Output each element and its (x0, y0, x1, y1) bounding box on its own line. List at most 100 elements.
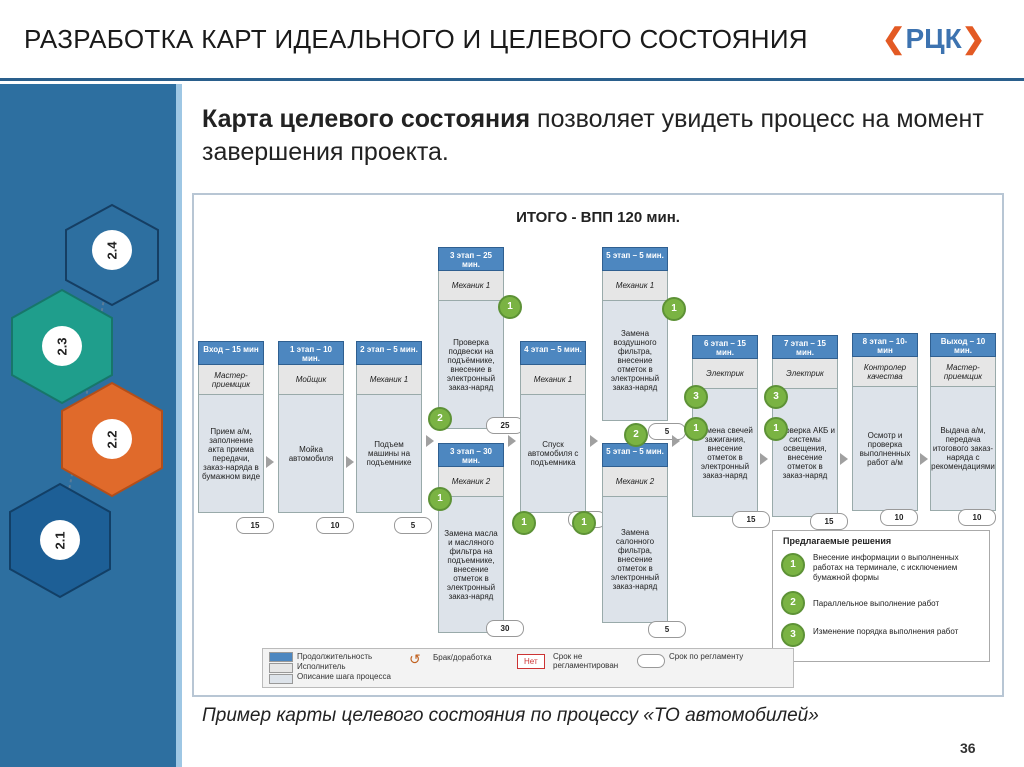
step-8: 8 этап – 10- мин Контролер качества Осмо… (852, 333, 918, 511)
company-logo: ❮РЦК❯ (882, 23, 986, 54)
duration-badge: 5 (648, 621, 686, 638)
step-head: Выход – 10 мин. (930, 333, 996, 357)
flow-arrow (920, 453, 928, 465)
step-role: Контролер качества (852, 357, 918, 387)
solution-marker-1: 1 (781, 553, 805, 577)
step-role: Механик 1 (602, 271, 668, 301)
step-desc: Прием а/м, заполнение акта приема переда… (198, 395, 264, 513)
legend-swatch-description (269, 674, 293, 684)
step-head: 3 этап – 30 мин. (438, 443, 504, 467)
intro-rest: позволяет увидеть процесс на момент заве… (202, 105, 984, 166)
marker-1: 1 (662, 297, 686, 321)
step-role: Механик 2 (602, 467, 668, 497)
duration-badge: 15 (236, 517, 274, 534)
step-role: Механик 1 (520, 365, 586, 395)
marker-1: 1 (684, 417, 708, 441)
marker-3: 3 (684, 385, 708, 409)
step-head: 6 этап – 15 мин. (692, 335, 758, 359)
flow-arrow (508, 435, 516, 447)
duration-badge: 5 (648, 423, 686, 440)
solution-marker-2: 2 (781, 591, 805, 615)
marker-2: 2 (624, 423, 648, 447)
legend-no-deadline: Срок не регламентирован (553, 652, 619, 670)
flow-arrow (672, 435, 680, 447)
legend-duration: Продолжительность (297, 652, 373, 661)
legend-no: Нет (517, 654, 545, 669)
marker-1: 1 (764, 417, 788, 441)
step-2: 2 этап – 5 мин. Механик 1 Подъем машины … (356, 341, 422, 513)
duration-badge: 30 (486, 620, 524, 637)
step-role: Электрик (692, 359, 758, 389)
step-head: Вход – 15 мин (198, 341, 264, 365)
step-role: Механик 1 (438, 271, 504, 301)
step-head: 7 этап – 15 мин. (772, 335, 838, 359)
step-desc: Замена масла и масляного фильтра на подъ… (438, 497, 504, 633)
flow-arrow (426, 435, 434, 447)
solutions-title: Предлагаемые решения (783, 536, 892, 546)
step-4: 4 этап – 5 мин. Механик 1 Спуск автомоби… (520, 341, 586, 513)
legend-swatch-performer (269, 663, 293, 673)
caption: Пример карты целевого состояния по проце… (202, 705, 819, 726)
page-number: 36 (960, 740, 976, 756)
step-role: Мойщик (278, 365, 344, 395)
duration-badge: 10 (880, 509, 918, 526)
step-head: 5 этап – 5 мин. (602, 247, 668, 271)
step-desc: Замена воздушного фильтра, внесение отме… (602, 301, 668, 421)
step-6: 6 этап – 15 мин. Электрик Замена свечей … (692, 335, 758, 517)
page-title: РАЗРАБОТКА КАРТ ИДЕАЛЬНОГО И ЦЕЛЕВОГО СО… (24, 24, 808, 54)
step-head: 8 этап – 10- мин (852, 333, 918, 357)
step-desc: Спуск автомобиля с подъемника (520, 395, 586, 513)
duration-badge: 15 (810, 513, 848, 530)
step-1: 1 этап – 10 мин. Мойщик Мойка автомобиля (278, 341, 344, 513)
step-7: 7 этап – 15 мин. Электрик Проверка АКБ и… (772, 335, 838, 517)
legend-swatch-duration (269, 652, 293, 662)
legend-swatch-deadline (637, 654, 665, 668)
step-desc: Проверка АКБ и системы освещения, внесен… (772, 389, 838, 517)
flow-arrow (346, 456, 354, 468)
marker-1: 1 (512, 511, 536, 535)
step-desc: Проверка подвески на подъёмнике, внесени… (438, 301, 504, 429)
step-desc: Осмотр и проверка выполненных работ а/м (852, 387, 918, 511)
step-role: Механик 2 (438, 467, 504, 497)
hex-label-2.1[interactable]: 2.1 (40, 520, 80, 560)
step-entry: Вход – 15 мин Мастер-приемщик Прием а/м,… (198, 341, 264, 513)
marker-1: 1 (498, 295, 522, 319)
hex-label-2.3[interactable]: 2.3 (42, 326, 82, 366)
legend-defect: Брак/доработка (433, 653, 492, 662)
hex-label-2.2[interactable]: 2.2 (92, 419, 132, 459)
step-role: Мастер-приемщик (930, 357, 996, 387)
solution-3: Изменение порядка выполнения работ (813, 627, 959, 636)
section-nav (9, 203, 163, 599)
solution-1: Внесение информации о выполненных работа… (813, 553, 959, 582)
step-head: 4 этап – 5 мин. (520, 341, 586, 365)
step-5-lower: 5 этап – 5 мин. Механик 2 Замена салонно… (602, 443, 668, 623)
step-desc: Выдача а/м, передача итогового заказ-нар… (930, 387, 996, 511)
marker-1: 1 (428, 487, 452, 511)
legend-description: Описание шага процесса (297, 672, 391, 681)
legend-performer: Исполнитель (297, 662, 346, 671)
step-head: 2 этап – 5 мин. (356, 341, 422, 365)
marker-3: 3 (764, 385, 788, 409)
step-head: 1 этап – 10 мин. (278, 341, 344, 365)
header: РАЗРАБОТКА КАРТ ИДЕАЛЬНОГО И ЦЕЛЕВОГО СО… (0, 0, 1024, 81)
flow-arrow (840, 453, 848, 465)
diagram-title: ИТОГО - ВПП 120 мин. (516, 209, 680, 226)
step-3-upper: 3 этап – 25 мин. Механик 1 Проверка подв… (438, 247, 504, 429)
step-head: 3 этап – 25 мин. (438, 247, 504, 271)
solutions-box: Предлагаемые решения 1 Внесение информац… (772, 530, 990, 662)
step-3-lower: 3 этап – 30 мин. Механик 2 Замена масла … (438, 443, 504, 633)
step-role: Механик 1 (356, 365, 422, 395)
target-state-map: ИТОГО - ВПП 120 мин. Вход – 15 мин Масте… (192, 193, 1004, 697)
legend: Продолжительность Исполнитель Описание ш… (262, 648, 794, 688)
step-role: Мастер-приемщик (198, 365, 264, 395)
marker-2: 2 (428, 407, 452, 431)
legend-deadline: Срок по регламенту (669, 652, 744, 661)
step-role: Электрик (772, 359, 838, 389)
duration-badge: 15 (732, 511, 770, 528)
hex-label-2.4[interactable]: 2.4 (92, 230, 132, 270)
duration-badge: 25 (486, 417, 524, 434)
step-desc: Замена свечей зажигания, внесение отмето… (692, 389, 758, 517)
intro-text: Карта целевого состояния позволяет увиде… (202, 103, 1002, 169)
defect-icon: ↺ (409, 651, 421, 667)
duration-badge: 10 (958, 509, 996, 526)
